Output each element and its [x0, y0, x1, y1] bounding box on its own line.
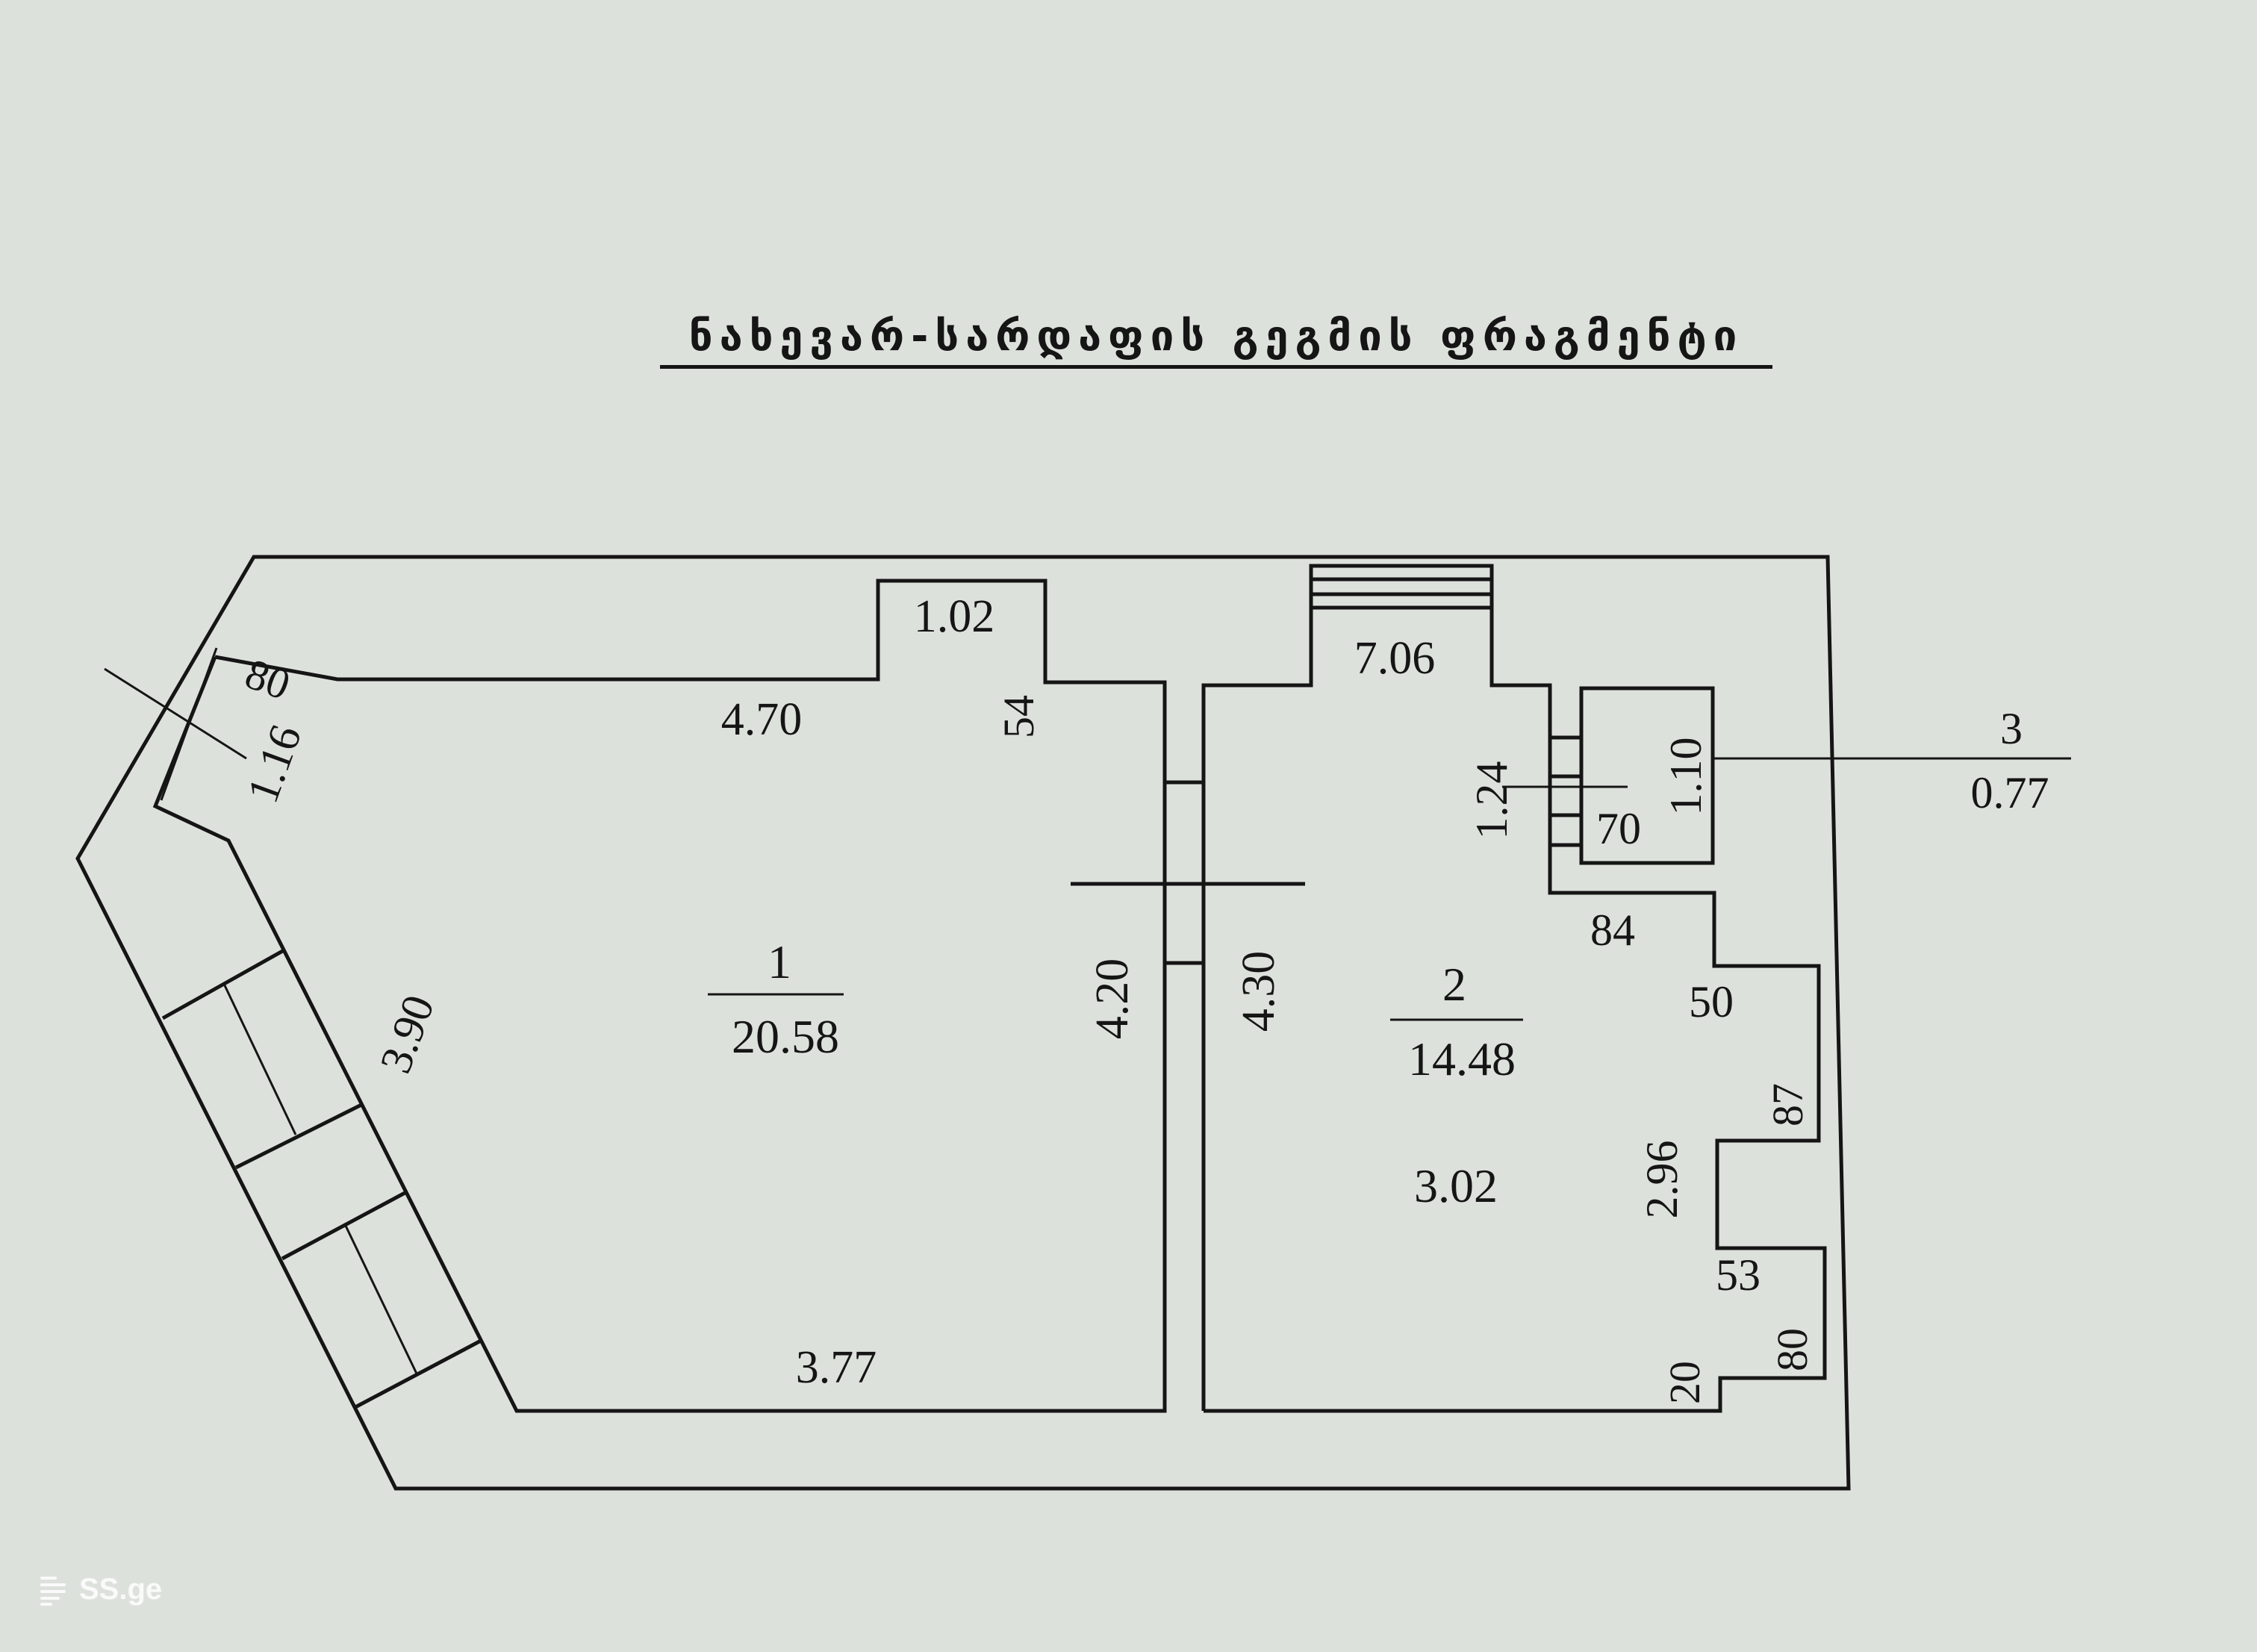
niche-line — [160, 647, 218, 801]
dimension-label: 4.30 — [1233, 951, 1284, 1032]
dimension-label: 80 — [1768, 1328, 1817, 1371]
window-line — [234, 1103, 363, 1170]
room-1-number: 1 — [768, 935, 791, 988]
outer-wall — [75, 555, 1851, 1491]
dimension-label: 3.02 — [1414, 1159, 1498, 1212]
dimension-label: 1.16 — [237, 719, 311, 809]
room-2-number: 2 — [1442, 958, 1466, 1011]
room-1-wall — [152, 579, 1167, 1413]
room-3-area: 0.77 — [1971, 768, 2049, 817]
room-2-wall — [1201, 564, 1827, 1413]
dimension-label: 20 — [1660, 1361, 1709, 1404]
window-line — [352, 1338, 482, 1410]
dimension-label: 84 — [1590, 906, 1635, 955]
dimension-label: 7.06 — [1354, 633, 1436, 684]
cut-line — [104, 667, 247, 760]
window-pane — [222, 983, 297, 1135]
watermark-text: SS.ge — [79, 1572, 163, 1606]
room-1-area: 20.58 — [732, 1010, 839, 1063]
dimension-label: 87 — [1763, 1083, 1812, 1126]
ss-logo-icon — [40, 1577, 66, 1606]
plan-title: ნახევარ-სარდაფის გეგმის ფრაგმენტი — [660, 312, 1772, 369]
window-pane — [343, 1224, 418, 1374]
dimension-label: 4.70 — [721, 694, 803, 745]
watermark: SS.ge — [36, 1572, 162, 1606]
dimension-label: 1.24 — [1467, 761, 1516, 840]
dimension-label: 50 — [1689, 977, 1734, 1026]
room-2-area: 14.48 — [1408, 1032, 1516, 1085]
dimension-label: 80 — [239, 649, 296, 709]
dimension-label: 53 — [1716, 1250, 1761, 1300]
dimension-label: 1.10 — [1661, 738, 1710, 816]
dimension-label: 3.90 — [370, 989, 443, 1079]
room-3-number: 3 — [2000, 704, 2023, 753]
dimension-label: 3.77 — [796, 1342, 877, 1393]
dimension-label: 4.20 — [1087, 959, 1138, 1040]
dimension-label: 70 — [1596, 804, 1641, 853]
dimension-label: 54 — [994, 695, 1043, 738]
dimension-label: 2.96 — [1637, 1141, 1687, 1219]
dimension-label: 1.02 — [914, 591, 995, 642]
